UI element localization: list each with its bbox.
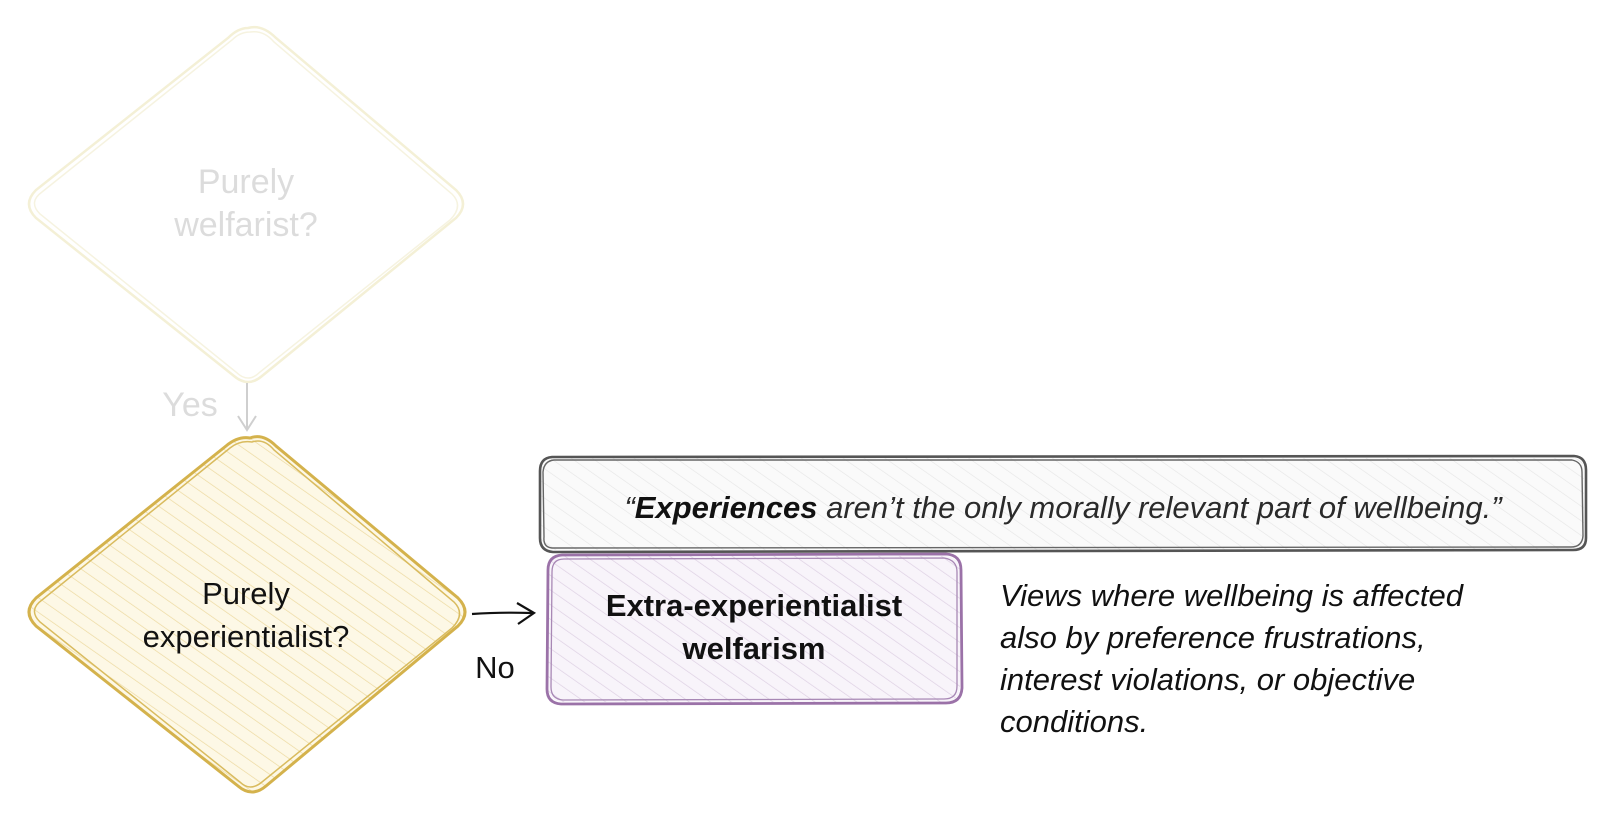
extra-experientialist-label-line-2: welfarism bbox=[681, 631, 825, 666]
welfarist-label-line-2: welfarist? bbox=[173, 206, 318, 244]
welfarist-label-line-1: Purely bbox=[198, 163, 294, 201]
decision-experientialist-node: Purely experientialist? bbox=[27, 435, 467, 794]
quote-box-border bbox=[538, 454, 1588, 554]
experientialist-label-line-2: experientialist? bbox=[143, 619, 350, 654]
experientialist-diamond-shape bbox=[27, 435, 467, 794]
description-line-3: interest violations, or objective bbox=[1000, 662, 1415, 697]
welfarist-diamond-shape bbox=[27, 25, 465, 384]
no-edge-label: No bbox=[475, 650, 515, 685]
extra-experientialist-label-line-1: Extra-experientialist bbox=[606, 588, 902, 623]
extra-experientialist-node: Extra-experientialist welfarism bbox=[545, 552, 964, 706]
yes-edge: Yes bbox=[162, 383, 257, 432]
experientialist-label-line-1: Purely bbox=[202, 576, 290, 611]
no-edge: No bbox=[471, 602, 537, 685]
quote-emphasis: Experiences bbox=[635, 490, 818, 525]
extra-experientialist-box-border bbox=[545, 552, 964, 706]
decision-welfarist-node: Purely welfarist? bbox=[27, 25, 465, 384]
description-line-4: conditions. bbox=[1000, 704, 1148, 739]
quote-text: “Experiences aren’t the only morally rel… bbox=[624, 490, 1503, 525]
description-line-1: Views where wellbeing is affected bbox=[1000, 578, 1465, 613]
description-text: Views where wellbeing is affected also b… bbox=[1000, 578, 1465, 739]
yes-edge-label: Yes bbox=[162, 386, 217, 424]
description-line-2: also by preference frustrations, bbox=[1000, 620, 1426, 655]
quote-box: “Experiences aren’t the only morally rel… bbox=[538, 454, 1588, 554]
